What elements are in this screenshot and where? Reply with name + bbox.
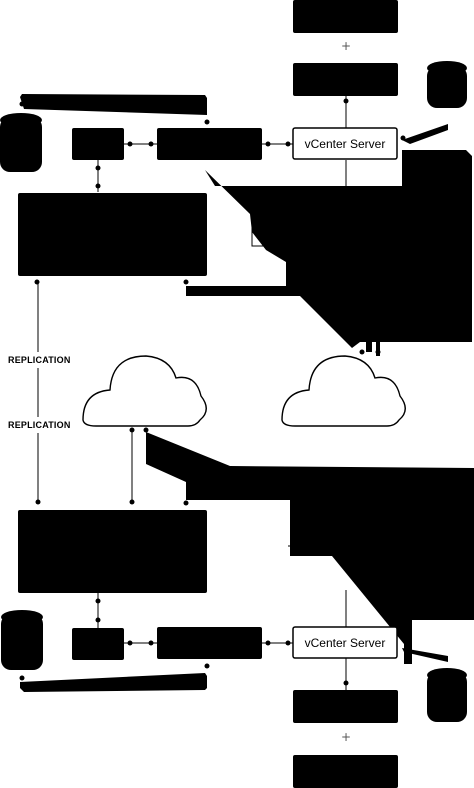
bottom-slanted-bar bbox=[20, 673, 207, 692]
replication-label-upper: REPLICATION bbox=[8, 355, 71, 365]
top-right-storage-icon bbox=[427, 61, 467, 108]
bottom-overlay-shape bbox=[146, 432, 474, 664]
top-left-storage-icon bbox=[0, 113, 42, 172]
top-vcenter-server-box[interactable] bbox=[292, 127, 398, 160]
replication-cloud-left bbox=[82, 355, 207, 427]
top-plus-sign: + bbox=[341, 39, 351, 53]
bottom-small-host-box bbox=[72, 628, 124, 660]
top-small-host-box bbox=[72, 128, 124, 160]
top-cluster-box bbox=[18, 193, 207, 276]
bottom-site: vCenter Server + bbox=[1, 432, 474, 788]
top-right-storage-link bbox=[402, 124, 448, 144]
bottom-server-box-1 bbox=[293, 690, 398, 723]
top-server-box-1 bbox=[293, 0, 398, 33]
replication-cloud-right bbox=[281, 355, 406, 427]
top-vcenter-server-label: vCenter Server bbox=[305, 137, 386, 151]
bottom-right-storage-link bbox=[402, 648, 448, 662]
top-site: + vCenter Server bbox=[0, 0, 472, 356]
replication-label-lower: REPLICATION bbox=[8, 420, 71, 430]
top-overlay-shape bbox=[186, 150, 472, 348]
bottom-host-box bbox=[157, 627, 262, 659]
top-server-box-2 bbox=[293, 63, 398, 96]
bottom-right-storage-icon bbox=[427, 668, 467, 722]
bottom-left-storage-icon bbox=[1, 610, 43, 670]
bottom-cluster-box bbox=[18, 510, 207, 593]
bottom-vcenter-server-label: vCenter Server bbox=[305, 636, 386, 650]
top-slanted-bar bbox=[20, 94, 207, 115]
top-host-box bbox=[157, 128, 262, 160]
bottom-plus-sign: + bbox=[341, 730, 351, 744]
bottom-vcenter-server-box[interactable] bbox=[292, 626, 398, 659]
bottom-server-box-2 bbox=[293, 755, 398, 788]
